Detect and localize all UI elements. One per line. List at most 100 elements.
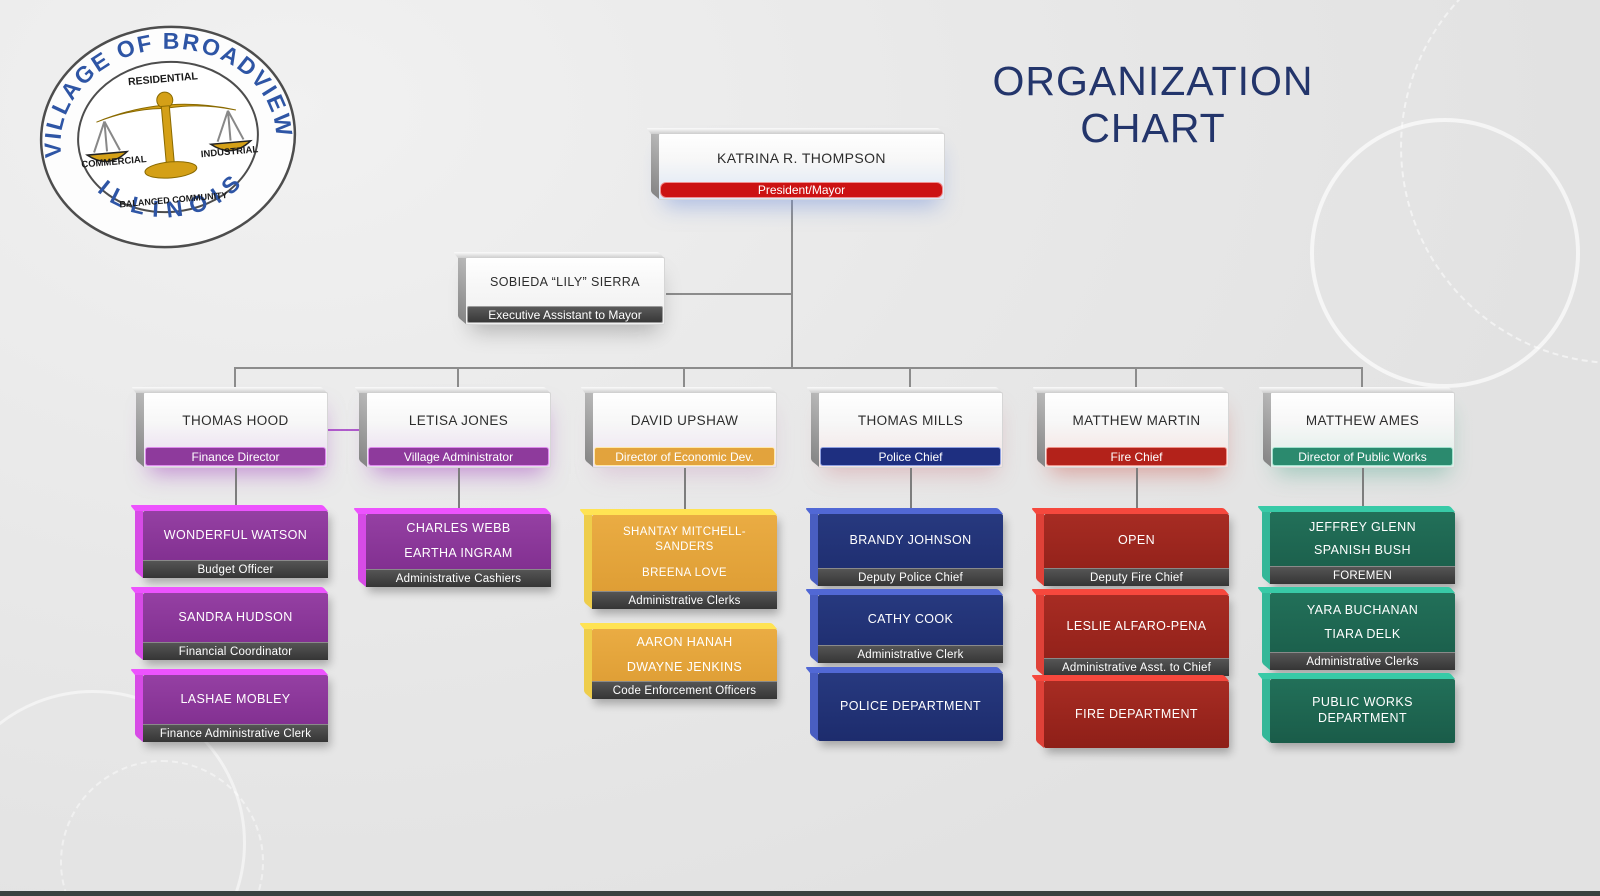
role-band: Administrative Cashiers: [366, 569, 551, 587]
org-node-police-admin-clerk: CATHY COOK Administrative Clerk: [818, 595, 1003, 663]
person-name: DAVID UPSHAW: [630, 412, 739, 428]
department-name: POLICE DEPARTMENT: [839, 699, 982, 714]
connector-bus-horizontal: [235, 367, 1363, 369]
role-band: Fire Chief: [1046, 447, 1227, 466]
connector-line: [1361, 468, 1364, 512]
connector-line: [683, 468, 686, 515]
scales-icon: [85, 91, 253, 179]
role-band: Administrative Clerks: [592, 591, 777, 609]
person-name: SANDRA HUDSON: [178, 609, 293, 624]
role-band: Finance Director: [145, 447, 326, 466]
org-node-administrative-cashiers: CHARLES WEBB EARTHA INGRAM Administrativ…: [366, 514, 551, 587]
role-band: President/Mayor: [660, 182, 943, 198]
role-band: Village Administrator: [368, 447, 549, 466]
role-band: Budget Officer: [143, 560, 328, 578]
org-node-fire-department: FIRE DEPARTMENT: [1044, 681, 1229, 748]
person-name: BREENA LOVE: [642, 567, 727, 580]
person-name: OPEN: [1117, 533, 1156, 548]
org-node-foremen: JEFFREY GLENN SPANISH BUSH FOREMEN: [1270, 512, 1455, 584]
department-name: FIRE DEPARTMENT: [1075, 706, 1198, 721]
role-band: Finance Administrative Clerk: [143, 724, 328, 742]
org-node-deputy-fire-chief: OPEN Deputy Fire Chief: [1044, 514, 1229, 586]
person-name: DWAYNE JENKINS: [626, 659, 743, 674]
decorative-circle: [1310, 118, 1580, 388]
role-band: Deputy Fire Chief: [1044, 568, 1229, 586]
person-name: EARTHA INGRAM: [404, 546, 513, 560]
connector-drop: [457, 367, 459, 392]
org-node-code-enforcement: AARON HANAH DWAYNE JENKINS Code Enforcem…: [592, 629, 777, 699]
person-name: SHANTAY MITCHELL-SANDERS: [622, 526, 747, 553]
village-seal-logo: VILLAGE OF BROADVIEW ILLINOIS RESIDENTIA…: [36, 20, 298, 249]
org-column-public-works: MATTHEW AMES Director of Public Works JE…: [1270, 392, 1455, 772]
org-node-finance-director: THOMAS HOOD Finance Director: [143, 392, 328, 468]
org-node-village-administrator: LETISA JONES Village Administrator: [366, 392, 551, 468]
org-node-fire-chief: MATTHEW MARTIN Fire Chief: [1044, 392, 1229, 468]
org-node-president-mayor: KATRINA R. THOMPSON President/Mayor: [658, 133, 945, 200]
role-band: Financial Coordinator: [143, 642, 328, 660]
person-name: LESLIE ALFARO-PENA: [1066, 618, 1207, 633]
org-node-police-department: POLICE DEPARTMENT: [818, 673, 1003, 741]
org-column-fire: MATTHEW MARTIN Fire Chief OPEN Deputy Fi…: [1044, 392, 1229, 772]
person-name: LETISA JONES: [408, 412, 509, 428]
person-name: AARON HANAH: [636, 634, 733, 649]
role-band: Police Chief: [820, 447, 1001, 466]
connector-drop: [1135, 367, 1137, 392]
decorative-circle: [60, 760, 264, 896]
person-name: KATRINA R. THOMPSON: [717, 150, 886, 166]
org-node-financial-coordinator: SANDRA HUDSON Financial Coordinator: [143, 593, 328, 660]
role-band: Code Enforcement Officers: [592, 681, 777, 699]
person-name: BRANDY JOHNSON: [849, 533, 972, 548]
role-band: Deputy Police Chief: [818, 568, 1003, 586]
role-band: Executive Assistant to Mayor: [467, 306, 663, 323]
role-band: Director of Economic Dev.: [594, 447, 775, 466]
org-node-finance-admin-clerk: LASHAE MOBLEY Finance Administrative Cle…: [143, 675, 328, 742]
person-name: CATHY COOK: [867, 612, 954, 627]
connector-drop: [909, 367, 911, 392]
person-name: TIARA DELK: [1324, 626, 1401, 641]
connector-drop: [1361, 367, 1363, 392]
person-name: THOMAS MILLS: [857, 412, 964, 428]
person-name: WONDERFUL WATSON: [163, 527, 308, 542]
connector-drop: [234, 367, 236, 392]
org-column-finance: THOMAS HOOD Finance Director WONDERFUL W…: [143, 392, 328, 772]
connector-line: [909, 468, 912, 514]
person-name: MATTHEW MARTIN: [1072, 412, 1201, 428]
connector-drop: [683, 367, 685, 392]
slide-bottom-edge: [0, 891, 1600, 896]
role-band: Administrative Asst. to Chief: [1044, 658, 1229, 676]
role-band: Administrative Clerk: [818, 645, 1003, 663]
org-column-economic-dev: DAVID UPSHAW Director of Economic Dev. S…: [592, 392, 777, 772]
seal-label-industrial: INDUSTRIAL: [200, 144, 258, 160]
role-band: FOREMEN: [1270, 566, 1455, 584]
person-name: SPANISH BUSH: [1314, 542, 1411, 557]
org-node-economic-dev-director: DAVID UPSHAW Director of Economic Dev.: [592, 392, 777, 468]
org-node-administrative-clerks: SHANTAY MITCHELL-SANDERS BREENA LOVE Adm…: [592, 515, 777, 609]
person-name: THOMAS HOOD: [182, 412, 289, 428]
person-name: CHARLES WEBB: [406, 521, 511, 536]
org-node-executive-assistant: SOBIEDA “LILY” SIERRA Executive Assistan…: [465, 257, 665, 325]
person-name: MATTHEW AMES: [1305, 412, 1420, 428]
org-node-public-works-clerks: YARA BUCHANAN TIARA DELK Administrative …: [1270, 593, 1455, 670]
connector-line: [1135, 468, 1138, 514]
org-node-public-works-director: MATTHEW AMES Director of Public Works: [1270, 392, 1455, 468]
org-node-budget-officer: WONDERFUL WATSON Budget Officer: [143, 511, 328, 578]
person-name: SOBIEDA “LILY” SIERRA: [490, 275, 640, 289]
role-band: Administrative Clerks: [1270, 652, 1455, 670]
role-band: Director of Public Works: [1272, 447, 1453, 466]
decorative-circle: [1400, 0, 1600, 364]
department-name: PUBLIC WORKS DEPARTMENT: [1312, 695, 1413, 725]
connector-line: [457, 468, 460, 514]
org-node-deputy-police-chief: BRANDY JOHNSON Deputy Police Chief: [818, 514, 1003, 586]
person-name: YARA BUCHANAN: [1306, 602, 1419, 617]
connector-assistant-horizontal: [666, 293, 792, 295]
org-node-police-chief: THOMAS MILLS Police Chief: [818, 392, 1003, 468]
connector-root-vertical: [791, 200, 793, 368]
connector-finance-admin-link: [328, 429, 366, 431]
org-column-police: THOMAS MILLS Police Chief BRANDY JOHNSON…: [818, 392, 1003, 772]
org-node-fire-admin-assistant: LESLIE ALFARO-PENA Administrative Asst. …: [1044, 595, 1229, 676]
person-name: JEFFREY GLENN: [1308, 519, 1417, 534]
connector-line: [234, 468, 237, 511]
org-node-public-works-department: PUBLIC WORKS DEPARTMENT: [1270, 679, 1455, 743]
page-title: ORGANIZATION CHART: [992, 58, 1314, 151]
